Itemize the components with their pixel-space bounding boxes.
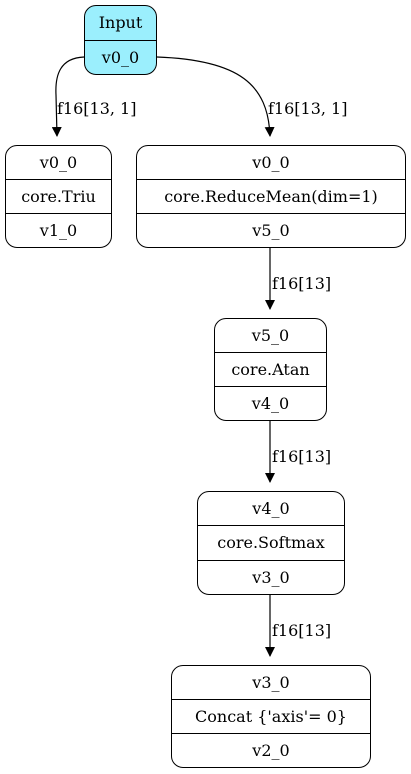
edge-input-to-reduce: [156, 56, 275, 137]
triu-node[interactable]: v0_0 core.Triu v1_0: [5, 145, 112, 248]
reducemean-node[interactable]: v0_0 core.ReduceMean(dim=1) v5_0: [136, 145, 406, 248]
edge-label-input-to-reduce: f16[13, 1]: [268, 99, 348, 118]
concat-node-input: v3_0: [252, 673, 290, 692]
concat-node-op: Concat {'axis'= 0}: [172, 699, 370, 733]
edge-input-to-triu: [51, 56, 85, 137]
input-node-title: Input: [98, 13, 143, 33]
atan-node-op: core.Atan: [215, 352, 326, 386]
softmax-node[interactable]: v4_0 core.Softmax v3_0: [197, 491, 345, 595]
edge-label-input-to-triu: f16[13, 1]: [57, 99, 137, 118]
reducemean-node-output: v5_0: [137, 213, 405, 247]
reducemean-node-op: core.ReduceMean(dim=1): [137, 179, 405, 213]
atan-node-output: v4_0: [215, 386, 326, 420]
edge-label-softmax-to-concat: f16[13]: [272, 621, 332, 640]
reducemean-node-input: v0_0: [252, 153, 290, 172]
concat-node[interactable]: v3_0 Concat {'axis'= 0} v2_0: [171, 665, 371, 768]
concat-node-output: v2_0: [172, 733, 370, 767]
triu-node-op: core.Triu: [6, 179, 111, 213]
triu-node-output: v1_0: [6, 213, 111, 247]
softmax-node-input: v4_0: [252, 499, 290, 519]
atan-node-input: v5_0: [251, 326, 290, 345]
input-node-output: v0_0: [85, 39, 156, 75]
edge-label-reduce-to-atan: f16[13]: [272, 274, 332, 293]
triu-node-input: v0_0: [39, 153, 78, 172]
input-node[interactable]: Input v0_0: [84, 5, 157, 75]
atan-node[interactable]: v5_0 core.Atan v4_0: [214, 318, 327, 421]
softmax-node-op: core.Softmax: [198, 525, 344, 559]
edge-label-atan-to-softmax: f16[13]: [272, 447, 332, 466]
softmax-node-output: v3_0: [198, 559, 344, 594]
